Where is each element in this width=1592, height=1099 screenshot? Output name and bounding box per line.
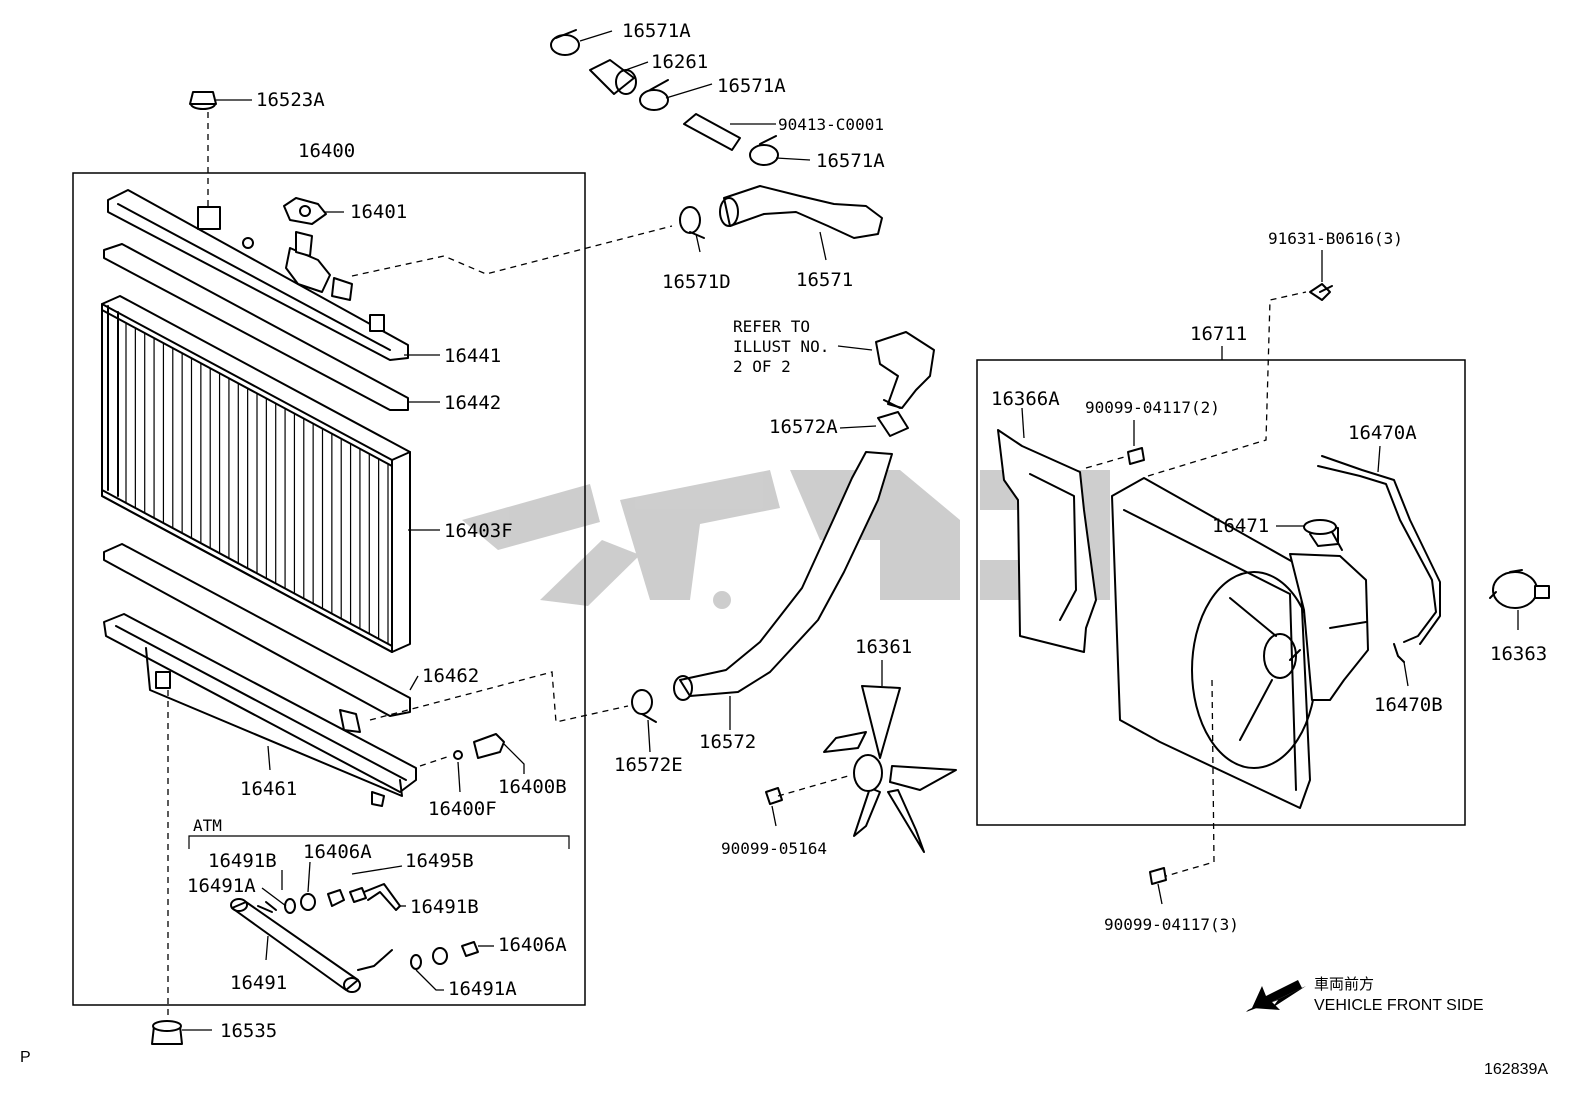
hose-clamp: [1393, 643, 1405, 663]
label-90099-05164: 90099-05164: [721, 839, 827, 858]
lower-tank-gasket: [103, 543, 411, 717]
illustration-id: 162839A: [1484, 1061, 1548, 1078]
upper-tank-gasket: [103, 243, 409, 411]
label-16363: 16363: [1490, 643, 1547, 665]
atm-group-bracket: [188, 835, 570, 849]
atm-group-label: ATM: [193, 816, 222, 835]
front-direction-arrow-icon: [1246, 980, 1306, 1012]
label-16403F: 16403F: [444, 520, 513, 542]
fan-nut: [765, 787, 783, 805]
direction-label-japanese: 車両前方: [1314, 975, 1374, 993]
label-16442: 16442: [444, 392, 501, 414]
label-16261: 16261: [651, 51, 708, 73]
label-16491A-2: 16491A: [448, 978, 517, 1000]
radiator-core: [101, 295, 411, 653]
upper-hose-group: [550, 29, 883, 239]
fan-shroud-assembly-frame: [976, 359, 1466, 826]
label-16495B: 16495B: [405, 850, 474, 872]
label-91631-B0616: 91631-B0616(3): [1268, 229, 1403, 248]
reservoir-cap: [1303, 519, 1343, 551]
label-16572: 16572: [699, 731, 756, 753]
label-16491B-2: 16491B: [410, 896, 479, 918]
fan-shroud: [1111, 477, 1317, 809]
label-16406A-2: 16406A: [498, 934, 567, 956]
label-16491A-1: 16491A: [187, 875, 256, 897]
radiator-assembly-frame: [72, 172, 586, 1006]
label-90099-04117-3: 90099-04117(3): [1104, 915, 1239, 934]
label-16711: 16711: [1190, 323, 1247, 345]
radiator-top-mount-cushion: [189, 91, 217, 110]
radiator-bottom-mount-cushion: [151, 1020, 183, 1045]
radiator-lower-tank: [103, 613, 417, 807]
corner-mark: P: [20, 1049, 31, 1066]
label-16571A-3: 16571A: [816, 150, 885, 172]
label-16400: 16400: [298, 140, 355, 162]
part-labels: 16571A 16261 16571A 90413-C0001 16571A 1…: [20, 20, 1548, 1078]
label-16491B-1: 16491B: [208, 850, 277, 872]
refer-note-line-1: REFER TO: [733, 317, 810, 336]
label-16571D: 16571D: [662, 271, 731, 293]
drain-cock-gasket: [453, 750, 463, 760]
label-16572E: 16572E: [614, 754, 683, 776]
label-16400F: 16400F: [428, 798, 497, 820]
bolt-90099-2: [1127, 447, 1145, 465]
fan-motor-housing: [1289, 523, 1369, 701]
fan-motor: [1489, 569, 1550, 609]
label-16400B: 16400B: [498, 776, 567, 798]
radiator-cap-flange: [283, 197, 327, 225]
label-16361: 16361: [855, 636, 912, 658]
label-16462: 16462: [422, 665, 479, 687]
lower-hose-group: [631, 331, 935, 723]
label-16401: 16401: [350, 201, 407, 223]
leader-lines: [167, 30, 1519, 1031]
shroud-bracket: [997, 429, 1097, 653]
radiator-upper-tank: [107, 189, 409, 361]
label-16571A-1: 16571A: [622, 20, 691, 42]
bolt-90099-3: [1149, 867, 1167, 885]
label-16572A: 16572A: [769, 416, 838, 438]
label-16523A: 16523A: [256, 89, 325, 111]
oil-cooler-pipe-group: [230, 883, 479, 993]
label-16470B: 16470B: [1374, 694, 1443, 716]
label-16441: 16441: [444, 345, 501, 367]
cooling-fan: [823, 685, 957, 853]
label-16461: 16461: [240, 778, 297, 800]
refer-note-line-3: 2 OF 2: [733, 357, 791, 376]
label-16571: 16571: [796, 269, 853, 291]
drain-cock-plug: [473, 733, 505, 759]
label-16571A-2: 16571A: [717, 75, 786, 97]
direction-label-english: VEHICLE FRONT SIDE: [1314, 997, 1484, 1014]
refer-note-line-2: ILLUST NO.: [733, 337, 829, 356]
label-16535: 16535: [220, 1020, 277, 1042]
label-16491: 16491: [230, 972, 287, 994]
reservoir-hose: [1317, 465, 1437, 643]
label-16406A-1: 16406A: [303, 841, 372, 863]
label-90413-C0001: 90413-C0001: [778, 115, 884, 134]
label-90099-04117-2: 90099-04117(2): [1085, 398, 1220, 417]
label-16470A: 16470A: [1348, 422, 1417, 444]
label-16366A: 16366A: [991, 388, 1060, 410]
label-16471: 16471: [1212, 515, 1269, 537]
